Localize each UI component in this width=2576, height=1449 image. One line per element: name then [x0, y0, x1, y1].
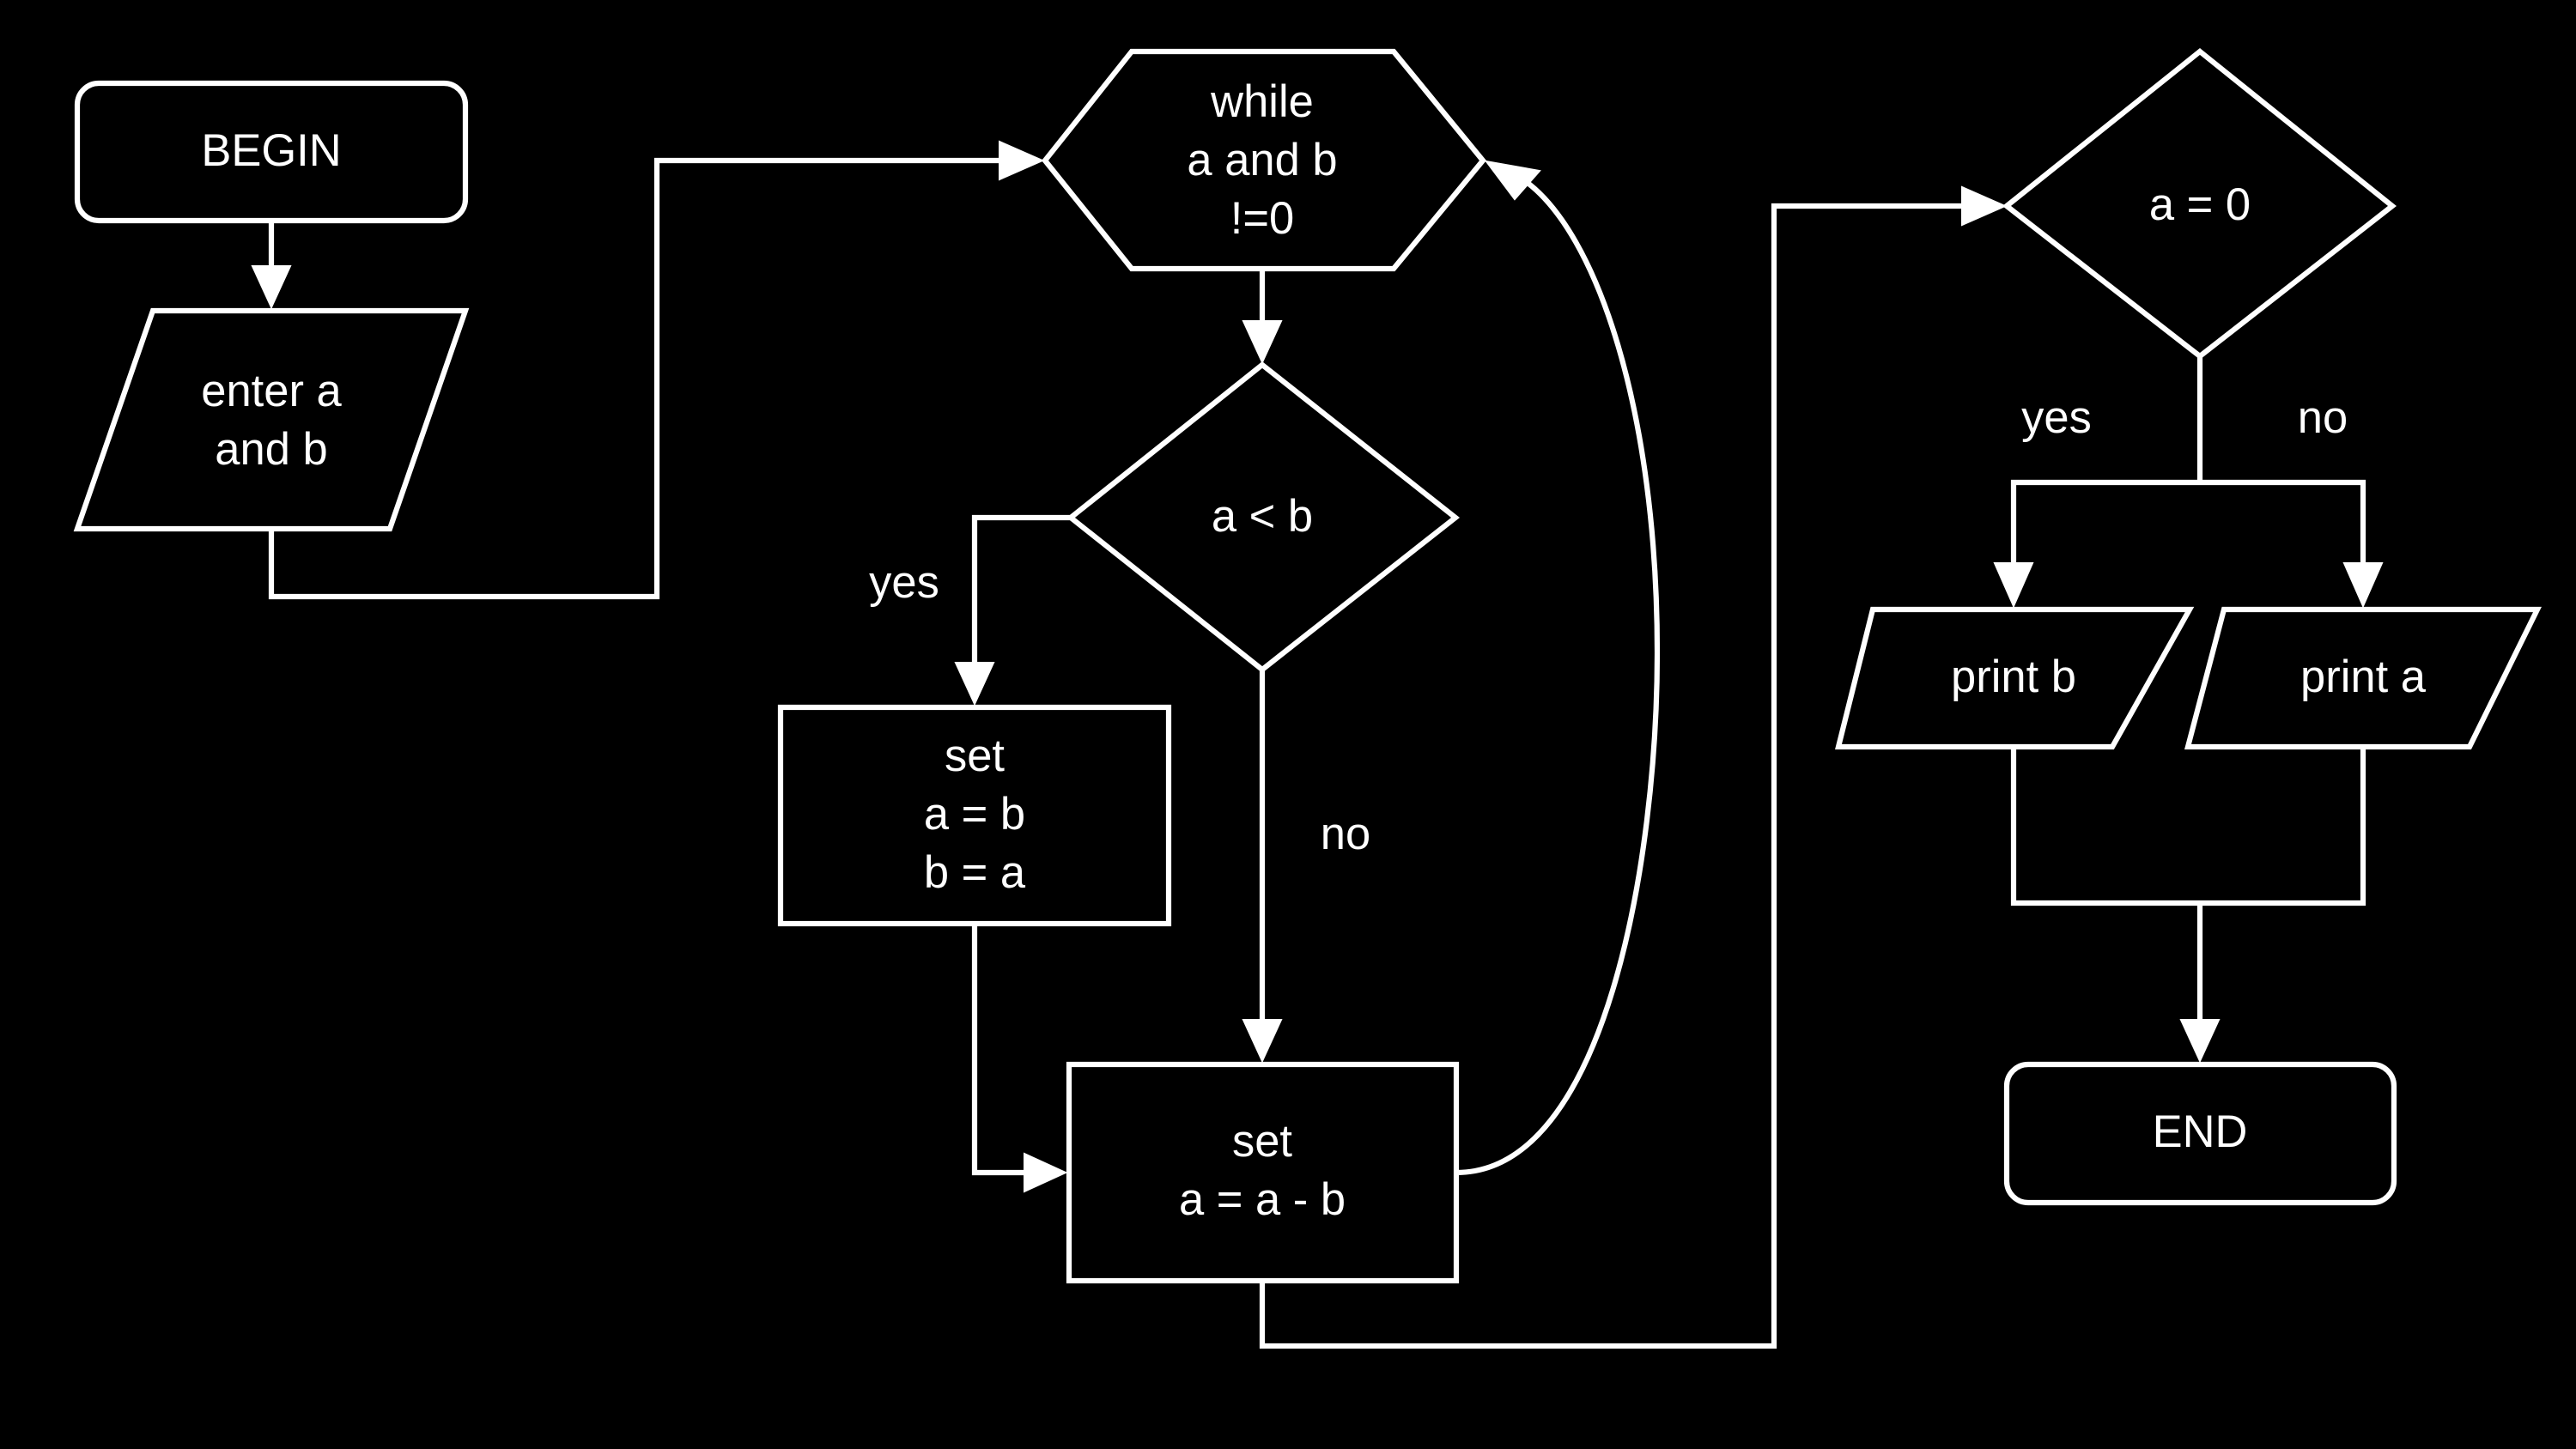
- node-swap: set a = b b = a: [777, 704, 1172, 927]
- edge-compare-yes: [954, 514, 1071, 706]
- node-while-line1: while: [1210, 76, 1314, 127]
- edge-label-compare-no: no: [1321, 809, 1370, 859]
- node-print-a-label: print a: [2300, 652, 2427, 702]
- node-print-b: print b: [1835, 606, 2195, 750]
- node-subtract-line1: set: [1232, 1116, 1292, 1167]
- node-print-a: print a: [2184, 606, 2542, 750]
- edge-begin-to-input: [251, 221, 292, 310]
- node-input-ab-line2: and b: [215, 424, 327, 475]
- edge-loop-back: [1455, 160, 1661, 1176]
- edge-input-to-while: [268, 140, 1045, 600]
- edge-swap-to-subtract: [971, 924, 1068, 1193]
- edge-label-compare-yes: yes: [869, 557, 939, 608]
- node-check-zero-label: a = 0: [2149, 179, 2251, 230]
- edge-label-zero-no: no: [2298, 392, 2348, 443]
- node-end: END: [2003, 1061, 2397, 1206]
- node-subtract-line2: a = a - b: [1179, 1174, 1346, 1225]
- node-print-b-label: print b: [1951, 652, 2076, 702]
- node-input-ab-line1: enter a: [201, 366, 342, 416]
- node-compare-label: a < b: [1212, 491, 1313, 542]
- node-end-label: END: [2153, 1106, 2248, 1157]
- edge-while-to-compare: [1242, 269, 1283, 365]
- node-begin: BEGIN: [74, 80, 469, 224]
- node-while-line3: !=0: [1230, 193, 1294, 244]
- edge-compare-no: [1242, 670, 1283, 1064]
- node-check-zero: a = 0: [2002, 48, 2397, 360]
- node-swap-line1: set: [945, 731, 1005, 781]
- node-subtract: set a = a - b: [1066, 1061, 1460, 1284]
- node-compare: a < b: [1066, 361, 1461, 673]
- edge-label-zero-yes: yes: [2021, 392, 2092, 443]
- node-while-line2: a and b: [1187, 135, 1337, 185]
- edge-subtract-to-check-zero: [1259, 185, 2008, 1349]
- node-swap-line3: b = a: [924, 847, 1026, 898]
- node-begin-label: BEGIN: [201, 125, 341, 176]
- node-input-ab: enter a and b: [73, 307, 470, 532]
- edge-check-zero-split: [1993, 356, 2384, 609]
- edge-prints-to-end: [2010, 747, 2366, 1064]
- node-while-loop: while a and b !=0: [1042, 48, 1487, 272]
- node-swap-line2: a = b: [924, 789, 1025, 840]
